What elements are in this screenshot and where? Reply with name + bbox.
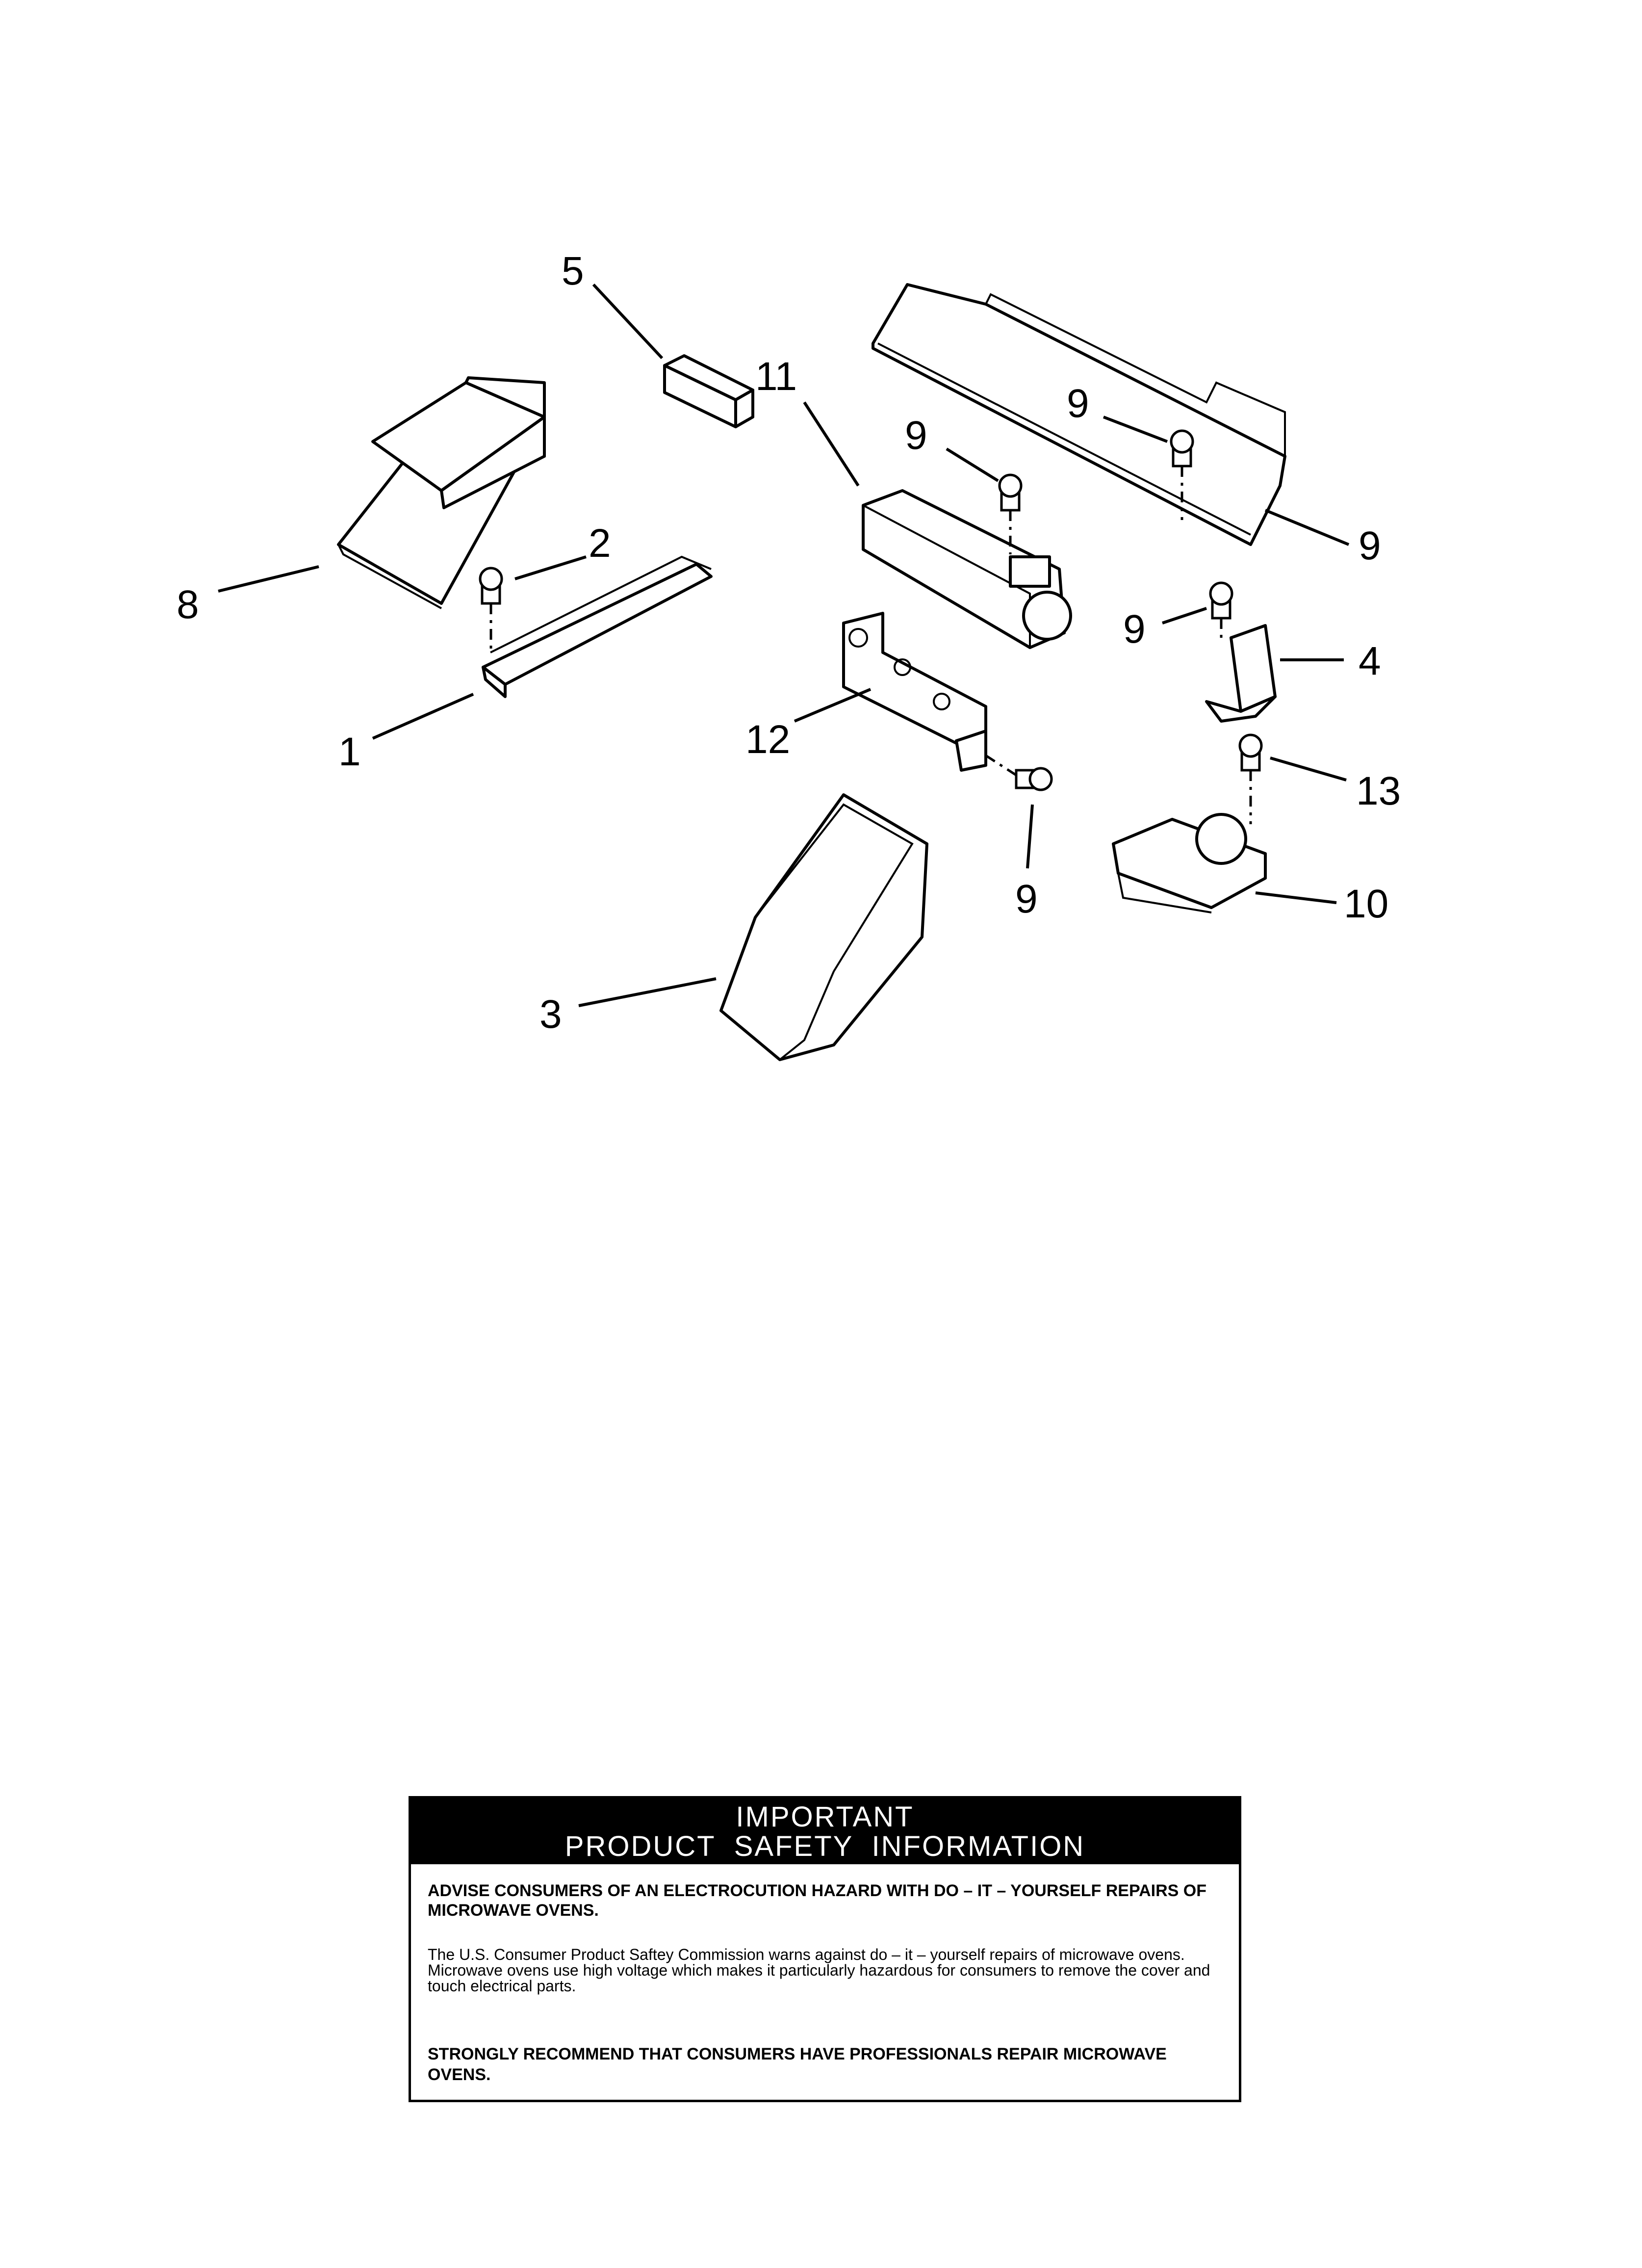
screws: [479, 429, 1263, 791]
part-4-small-bracket: [1205, 624, 1277, 723]
part-11-switch-assembly: [862, 489, 1072, 649]
safety-header-title: IMPORTANT: [736, 1801, 914, 1833]
callout-3: 3: [539, 992, 562, 1037]
alignment-lines: [489, 466, 1252, 824]
part-1-channel: [482, 555, 713, 698]
callout-13: 13: [1356, 769, 1401, 813]
callout-labels: 5 11 9 9 9 8 2 9 4 1 12 13 9 10 3: [177, 249, 1401, 1037]
callout-1: 1: [338, 730, 361, 774]
part-8-bracket: [872, 283, 1286, 546]
product-safety-notice: IMPORTANT PRODUCT SAFETY INFORMATION ADV…: [409, 1796, 1241, 2102]
callout-5: 5: [562, 249, 584, 293]
part-2-duct-cover: [337, 376, 546, 609]
callout-9: 9: [1123, 607, 1146, 652]
callout-4: 4: [1359, 639, 1381, 683]
part-5-block: [663, 354, 754, 428]
callout-11: 11: [755, 354, 797, 399]
screw-icon: [479, 567, 503, 605]
safety-recommendation: STRONGLY RECOMMEND THAT CONSUMERS HAVE P…: [428, 2045, 1167, 2084]
part-3-duct: [719, 793, 928, 1061]
callout-10: 10: [1344, 882, 1388, 926]
callout-2: 8: [177, 582, 199, 627]
screw-icon: [1015, 767, 1053, 791]
screw-icon: [1238, 733, 1263, 772]
callout-12: 12: [745, 717, 790, 762]
callout-9: 9: [905, 413, 927, 458]
screw-icon: [998, 473, 1023, 512]
callout-9: 9: [1015, 877, 1038, 921]
safety-warning: ADVISE CONSUMERS OF AN ELECTROCUTION HAZ…: [428, 1881, 1207, 1920]
safety-body: The U.S. Consumer Product Saftey Commiss…: [428, 1946, 1210, 1995]
screw-icon: [1170, 429, 1194, 468]
callout-9: 2: [589, 521, 611, 566]
part-12-plate: [842, 612, 987, 772]
screw-icon: [1209, 581, 1233, 620]
safety-header-subtitle: PRODUCT SAFETY INFORMATION: [564, 1830, 1085, 1862]
safety-header: IMPORTANT PRODUCT SAFETY INFORMATION: [411, 1799, 1239, 1864]
callout-8: 9: [1359, 523, 1381, 568]
part-10-switch-bracket: [1112, 813, 1267, 913]
callout-9: 9: [1067, 381, 1089, 426]
callout-arrows: [218, 283, 1350, 1007]
